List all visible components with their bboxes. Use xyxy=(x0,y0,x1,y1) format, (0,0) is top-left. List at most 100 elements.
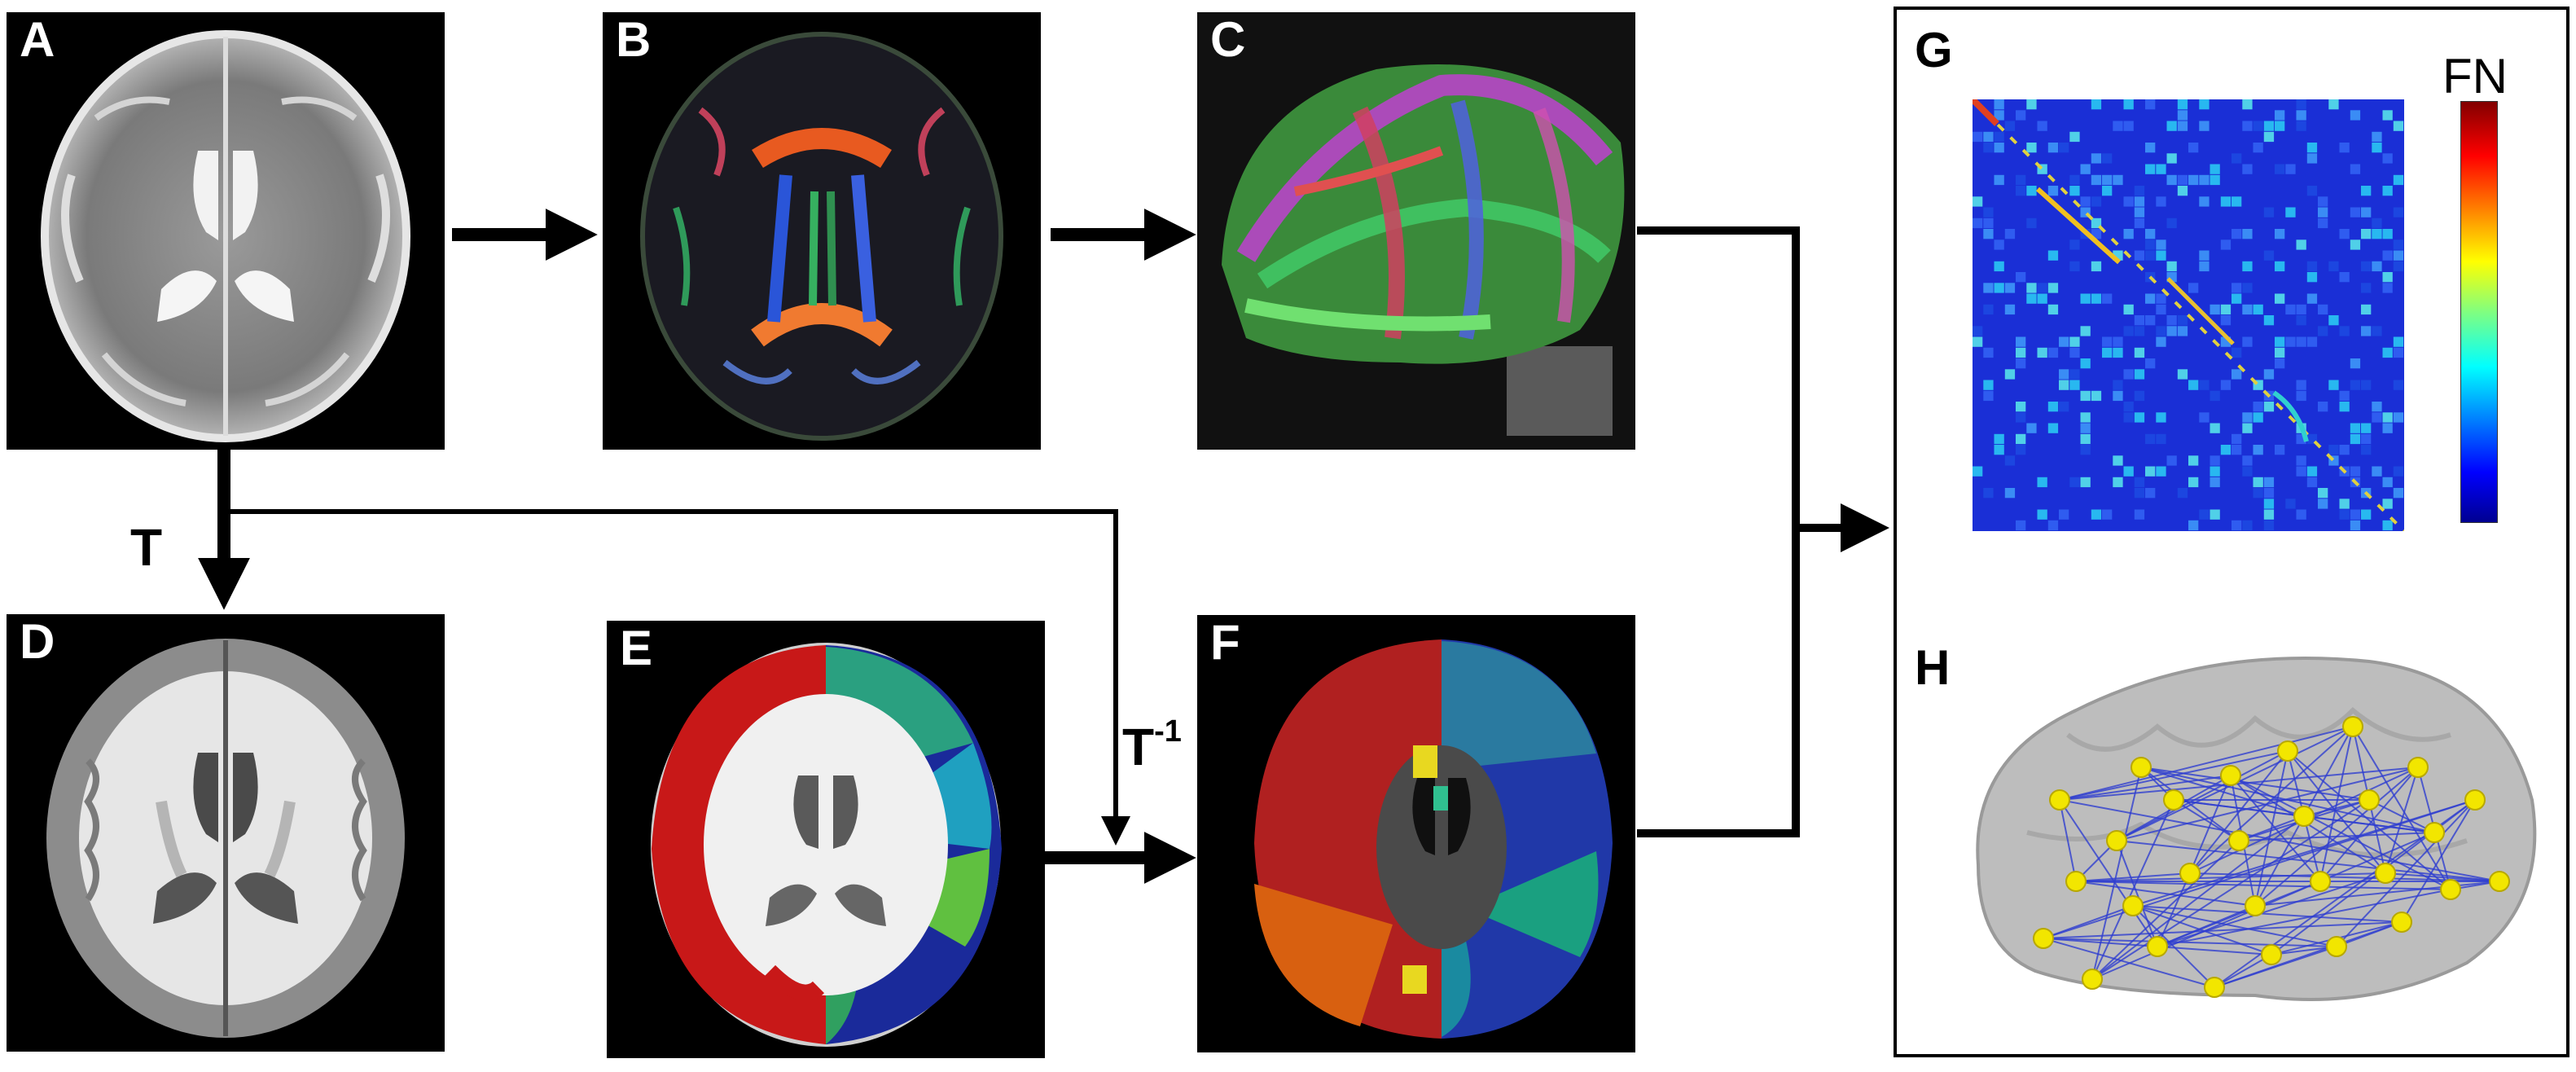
matrix-cell xyxy=(2382,499,2393,509)
matrix-cell xyxy=(1994,143,2004,153)
matrix-cell xyxy=(2393,380,2404,390)
matrix-cell xyxy=(2004,304,2016,315)
network-edge xyxy=(2059,775,2232,801)
matrix-cell xyxy=(2318,196,2328,207)
matrix-cell xyxy=(1983,390,1994,402)
matrix-cell xyxy=(1983,207,1994,217)
network-node xyxy=(2407,757,2429,778)
matrix-cell xyxy=(2306,153,2318,164)
network-edge xyxy=(2059,750,2289,801)
matrix-cell xyxy=(2210,174,2220,186)
matrix-cell xyxy=(2156,326,2166,336)
matrix-cell xyxy=(2210,466,2220,477)
network-node xyxy=(2049,789,2070,811)
matrix-cell xyxy=(1973,196,1983,207)
matrix-cell xyxy=(2296,455,2306,466)
matrix-cell xyxy=(2382,153,2393,164)
matrix-cell xyxy=(2296,466,2306,477)
network-node xyxy=(2391,912,2412,933)
matrix-cell xyxy=(2102,186,2113,196)
network-edge xyxy=(2140,767,2370,801)
matrix-cell xyxy=(1983,229,1994,239)
matrix-cell xyxy=(2069,347,2080,358)
matrix-cell xyxy=(2275,261,2285,272)
matrix-cell xyxy=(2242,466,2253,477)
matrix-cell xyxy=(2232,433,2242,445)
matrix-cell xyxy=(2145,239,2156,250)
matrix-cell xyxy=(2232,520,2242,531)
matrix-cell xyxy=(2263,499,2275,509)
t1-brain-image xyxy=(46,639,405,1038)
matrix-cell xyxy=(2026,423,2037,433)
matrix-cell xyxy=(2296,315,2306,326)
matrix-cell xyxy=(2210,164,2220,174)
panel-label-a: A xyxy=(20,12,55,67)
matrix-cell xyxy=(2382,229,2393,239)
matrix-cell xyxy=(1983,488,1994,499)
matrix-cell xyxy=(2285,499,2296,509)
matrix-cell xyxy=(2166,153,2177,164)
matrix-cell xyxy=(2393,261,2404,272)
matrix-cell xyxy=(2134,477,2145,488)
matrix-cell xyxy=(2145,466,2156,477)
network-edge xyxy=(2116,840,2158,947)
network-node xyxy=(2489,871,2510,892)
matrix-cell xyxy=(2393,239,2404,250)
matrix-cell xyxy=(2242,412,2253,423)
panel-a-t2-axial: A xyxy=(7,12,445,450)
network-edge xyxy=(2059,767,2419,801)
matrix-cell xyxy=(2123,99,2134,110)
network-node xyxy=(2342,716,2363,737)
network-edge xyxy=(2368,799,2435,833)
matrix-cell xyxy=(2318,207,2328,217)
matrix-cell xyxy=(1983,347,1994,358)
matrix-cell xyxy=(2080,293,2091,304)
panel-e-parcellation: E xyxy=(607,621,1045,1058)
matrix-cell xyxy=(2382,283,2393,293)
network-edge xyxy=(2140,767,2305,817)
network-edge xyxy=(2075,872,2386,882)
matrix-cell xyxy=(2102,174,2113,186)
matrix-cell xyxy=(2026,99,2037,110)
matrix-cell xyxy=(2220,196,2232,207)
matrix-cell xyxy=(1983,380,1994,390)
matrix-cell xyxy=(2069,477,2080,488)
network-edge xyxy=(2189,750,2289,874)
matrix-cell xyxy=(2123,196,2134,207)
matrix-cell xyxy=(1994,99,2004,110)
matrix-cell xyxy=(2339,445,2350,455)
matrix-cell xyxy=(2350,164,2361,174)
matrix-cell xyxy=(2242,520,2253,531)
matrix-cell xyxy=(2318,217,2328,229)
connector-c xyxy=(1637,226,1800,837)
matrix-cell xyxy=(2156,433,2166,445)
matrix-cell xyxy=(2306,143,2318,153)
matrix-cell xyxy=(1994,239,2004,250)
matrix-cell xyxy=(2361,261,2372,272)
matrix-cell xyxy=(2232,283,2242,293)
matrix-cell xyxy=(2145,143,2156,153)
matrix-cell xyxy=(2232,293,2242,304)
matrix-cell xyxy=(2123,369,2134,380)
matrix-cell xyxy=(2296,509,2306,520)
network-edge xyxy=(2059,726,2354,801)
colorbar xyxy=(2460,101,2498,523)
network-node xyxy=(2122,895,2144,916)
matrix-cell xyxy=(2177,121,2188,131)
inverse-transform-superscript: -1 xyxy=(1154,714,1182,749)
matrix-cell xyxy=(2156,466,2166,477)
matrix-cell xyxy=(2134,217,2145,229)
matrix-cell xyxy=(2037,121,2047,131)
matrix-cell xyxy=(2263,250,2275,261)
matrix-cell xyxy=(2188,455,2199,466)
matrix-cell xyxy=(2102,336,2113,347)
matrix-cell xyxy=(2123,229,2134,239)
network-edge xyxy=(2075,872,2191,882)
matrix-cell xyxy=(2393,207,2404,217)
network-node xyxy=(2033,928,2054,949)
panel-label-h: H xyxy=(1915,640,1951,695)
matrix-cell xyxy=(2026,293,2037,304)
matrix-cell xyxy=(2199,250,2210,261)
matrix-cell xyxy=(2350,358,2361,369)
matrix-cell xyxy=(2242,229,2253,239)
